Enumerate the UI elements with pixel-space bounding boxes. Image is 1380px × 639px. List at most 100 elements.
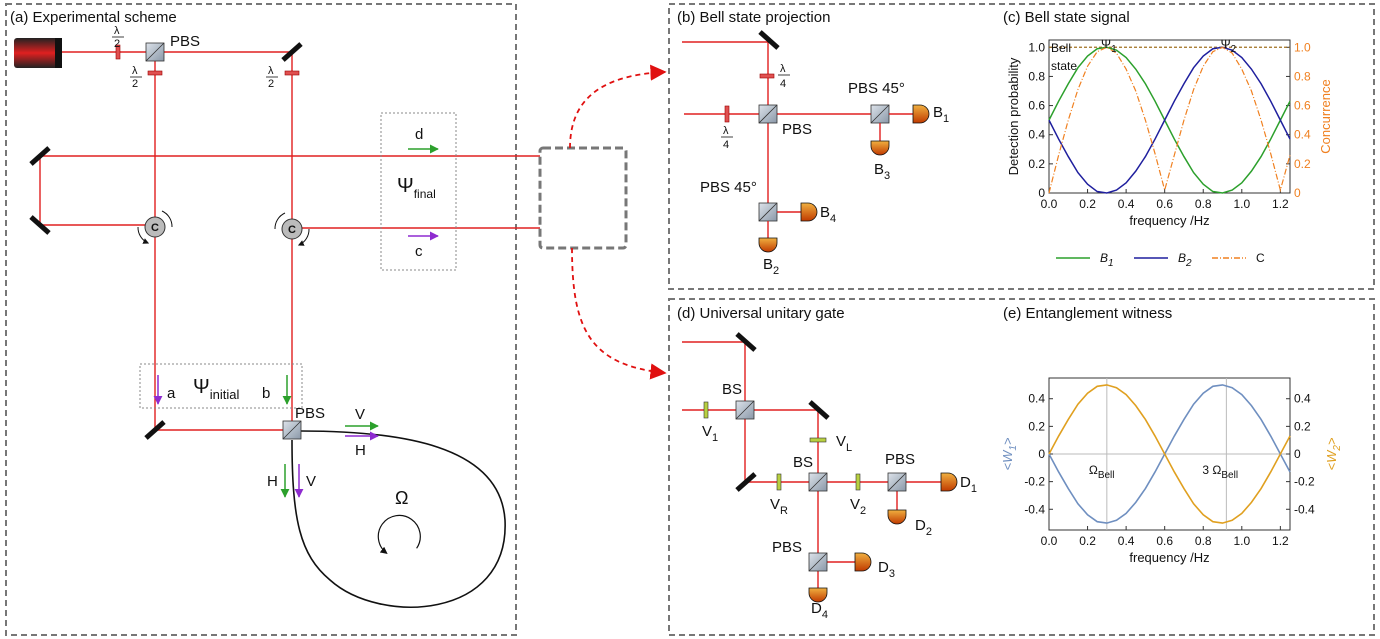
witness-line-1	[1048, 384, 1291, 524]
x-tick-label: 0.6	[1156, 534, 1173, 548]
x-tick-label: 0.2	[1079, 534, 1096, 548]
rotation-arrow	[377, 514, 421, 554]
y2-tick-label: -0.2	[1294, 475, 1315, 489]
y2-tick-label: 0.2	[1294, 419, 1311, 433]
circulator-right: C	[274, 212, 310, 246]
chart-c-frame	[1048, 39, 1291, 194]
y-tick-label: 0.4	[1028, 128, 1045, 142]
y-tick-label: -0.2	[1024, 475, 1045, 489]
panel-b-title: (b) Bell state projection	[677, 9, 830, 26]
panel-bc-frame	[668, 3, 1375, 290]
plate-V1: V1	[702, 401, 718, 444]
panel-c-title: (c) Bell state signal	[1003, 9, 1130, 26]
svg-text:B3: B3	[874, 161, 890, 182]
mirror-b	[758, 30, 780, 50]
psi-final-box	[380, 112, 457, 271]
y2-axis-title: Concurrence	[1318, 79, 1333, 153]
pbs-down-d	[808, 552, 828, 572]
panel-c: (c) Bell state signal 0.0 0.2 0.4 0.6 0.8 1.0…	[1003, 9, 1333, 269]
y-tick-label: 0.2	[1028, 419, 1045, 433]
pbs45-down	[758, 202, 801, 238]
svg-text:B4: B4	[820, 204, 836, 225]
psi-final: Ψfinal	[397, 175, 436, 201]
qwp-horizontal	[724, 105, 730, 123]
beam-paths-a	[39, 51, 540, 431]
y2-tick-label: 1.0	[1294, 40, 1311, 54]
y2-axis-title-e: <W2>	[1324, 437, 1343, 470]
panel-d: (d) Universal unitary gate BS BS	[677, 305, 977, 621]
svg-text:D1: D1	[960, 474, 977, 495]
y-tick-label: 0.6	[1028, 99, 1045, 113]
detector-B3: B3	[870, 140, 890, 182]
annotation-bell: Bell	[1051, 41, 1071, 55]
svg-text:D3: D3	[878, 559, 895, 580]
svg-text:λ: λ	[780, 63, 786, 75]
detector-B1: B1	[912, 104, 949, 125]
legend-label-0: B1	[1100, 251, 1114, 269]
plate-VL: VL	[809, 433, 852, 454]
panel-a-title: (a) Experimental scheme	[10, 9, 177, 26]
svg-text:λ: λ	[723, 125, 729, 137]
svg-text:λ: λ	[132, 65, 138, 77]
x-tick-label: 1.2	[1272, 197, 1289, 211]
panel-d-title: (d) Universal unitary gate	[677, 305, 845, 322]
y-tick-label: 0.4	[1028, 392, 1045, 406]
annotation-3omega-bell: 3 ΩBell	[1202, 463, 1238, 481]
label-H-right: H	[355, 442, 366, 459]
svg-text:D2: D2	[915, 517, 932, 538]
svg-text:VL: VL	[836, 433, 852, 454]
pbs-top-a	[145, 42, 165, 62]
series-line-1	[1048, 46, 1291, 194]
y-tick-label: -0.4	[1024, 502, 1045, 516]
half-wave-label-1: λ 2	[112, 25, 124, 50]
legend-label-1: B2	[1178, 251, 1192, 269]
y2-tick-label: 0.6	[1294, 99, 1311, 113]
label-V-down: V	[306, 473, 316, 490]
y2-tick-label: 0	[1294, 186, 1301, 200]
label-H-down: H	[267, 473, 278, 490]
label-c: c	[415, 243, 423, 260]
bs-mid-d	[808, 472, 828, 492]
svg-text:4: 4	[723, 139, 729, 151]
y2-tick-label: 0	[1294, 447, 1301, 461]
svg-text:V2: V2	[850, 496, 866, 517]
bs-mid-label: BS	[793, 454, 813, 471]
pbs45-right	[870, 104, 913, 141]
y-axis-title-e: <W1>	[1000, 437, 1019, 470]
x-tick-label: 1.0	[1233, 197, 1250, 211]
dashed-arrow-down	[571, 247, 667, 380]
svg-text:C: C	[288, 224, 296, 236]
x-tick-label: 0.8	[1195, 197, 1212, 211]
pbs-b-center	[758, 104, 778, 124]
panel-e-title: (e) Entanglement witness	[1003, 305, 1172, 322]
half-wave-label-3: λ 2	[266, 65, 278, 90]
fiber-loop	[291, 430, 506, 608]
x-tick-label: 1.2	[1272, 534, 1289, 548]
bs-top-label: BS	[722, 381, 742, 398]
y-tick-label: 0.2	[1028, 157, 1045, 171]
qwp-label-2: λ 4	[721, 125, 733, 151]
plate-VR: VR	[770, 473, 788, 517]
x-axis-title: frequency /Hz	[1129, 213, 1209, 228]
witness-line-0	[1048, 384, 1291, 524]
y2-tick-label: 0.4	[1294, 128, 1311, 142]
pbs45-down-label: PBS 45°	[700, 179, 757, 196]
x-tick-label: 0.0	[1041, 197, 1058, 211]
detector-D2: D2	[887, 509, 932, 538]
svg-text:λ: λ	[114, 25, 120, 37]
pbs-bottom-a	[282, 420, 302, 440]
beam-paths-b	[682, 41, 875, 212]
svg-text:D4: D4	[811, 600, 828, 621]
series-line-2	[1048, 46, 1291, 194]
x-tick-label: 0.4	[1118, 534, 1135, 548]
half-wave-label-2: λ 2	[130, 65, 142, 90]
svg-text:λ: λ	[268, 65, 274, 77]
qwp-vertical	[759, 73, 775, 79]
svg-text:4: 4	[780, 78, 786, 90]
panel-a-frame	[5, 3, 517, 636]
dashed-arrow-up	[569, 64, 667, 149]
pbs45-right-label: PBS 45°	[848, 80, 905, 97]
psi-initial: Ψinitial	[193, 376, 239, 402]
